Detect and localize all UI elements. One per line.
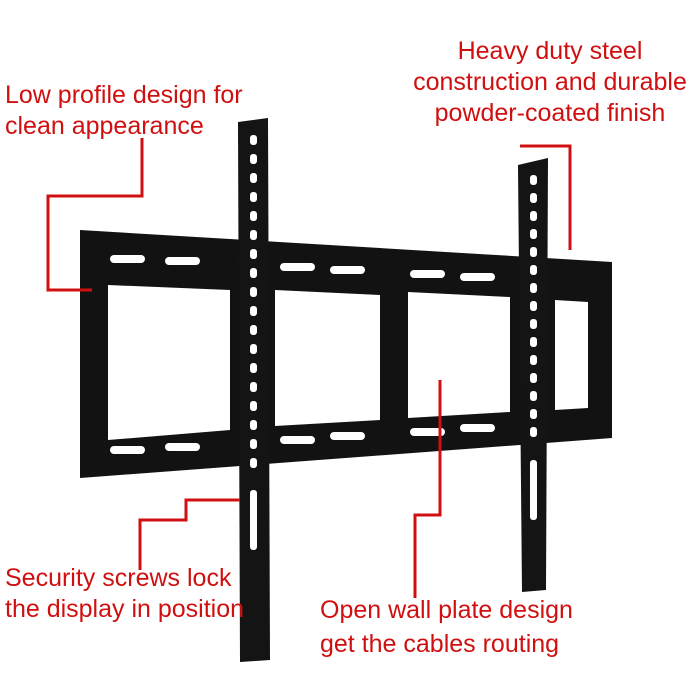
arm-long-slot <box>530 460 537 520</box>
callout-line: the display in position <box>5 595 245 623</box>
arm-slot <box>250 135 257 145</box>
arm-slot <box>250 192 257 202</box>
arm-slot <box>530 337 537 347</box>
arm-slot <box>250 401 257 411</box>
arm-slot <box>250 154 257 164</box>
arm-slot <box>530 409 537 419</box>
callout-line: Heavy duty steel <box>457 37 643 65</box>
callout-security: Security screws lock the display in posi… <box>5 563 244 625</box>
arm-slot <box>530 175 537 185</box>
callout-line: Low profile design for <box>5 81 243 109</box>
arm-slot <box>250 344 257 354</box>
arm-slot <box>250 287 257 297</box>
arm-slot <box>250 306 257 316</box>
callout-line: get the cables routing <box>320 630 560 658</box>
arm-slot <box>530 247 537 257</box>
arm-slot <box>530 319 537 329</box>
callout-heavy-duty: Heavy duty steel construction and durabl… <box>400 36 700 129</box>
open-wall-leader <box>413 380 442 598</box>
arm-slot <box>530 301 537 311</box>
arm-slot <box>250 458 257 468</box>
arm-slot <box>250 325 257 335</box>
callout-line: construction and durable <box>413 68 687 96</box>
left-mounting-arm <box>238 118 270 662</box>
wall-plate-openings <box>108 255 588 454</box>
arm-slot <box>250 382 257 392</box>
arm-slot <box>250 268 257 278</box>
arm-slot <box>250 211 257 221</box>
security-leader <box>138 498 240 570</box>
wall-plate-slots <box>110 255 495 454</box>
arm-slot <box>530 229 537 239</box>
arm-slot <box>250 363 257 373</box>
callout-lines <box>46 138 572 598</box>
arm-slot <box>530 211 537 221</box>
callout-line: clean appearance <box>5 112 204 140</box>
arm-slot <box>250 420 257 430</box>
arm-slot <box>530 355 537 365</box>
callout-low-profile: Low profile design for clean appearance <box>5 80 243 142</box>
low-profile-leader <box>46 138 144 292</box>
arm-long-slot <box>250 490 257 550</box>
arm-slot <box>530 373 537 383</box>
arm-slot <box>530 283 537 293</box>
arm-slot <box>250 173 257 183</box>
arm-slot <box>250 439 257 449</box>
callout-line: powder-coated finish <box>434 99 666 127</box>
callout-open-wall: Open wall plate design get the cables ro… <box>320 593 573 661</box>
arm-slot <box>530 391 537 401</box>
callout-line: Security screws lock <box>5 564 232 592</box>
heavy-duty-leader <box>520 144 572 250</box>
arm-slot <box>530 427 537 437</box>
arm-slot <box>250 230 257 240</box>
arm-slot <box>530 193 537 203</box>
arm-slot <box>250 249 257 259</box>
arm-slot <box>530 265 537 275</box>
callout-line: Open wall plate design <box>320 596 573 624</box>
right-mounting-arm <box>518 158 548 592</box>
